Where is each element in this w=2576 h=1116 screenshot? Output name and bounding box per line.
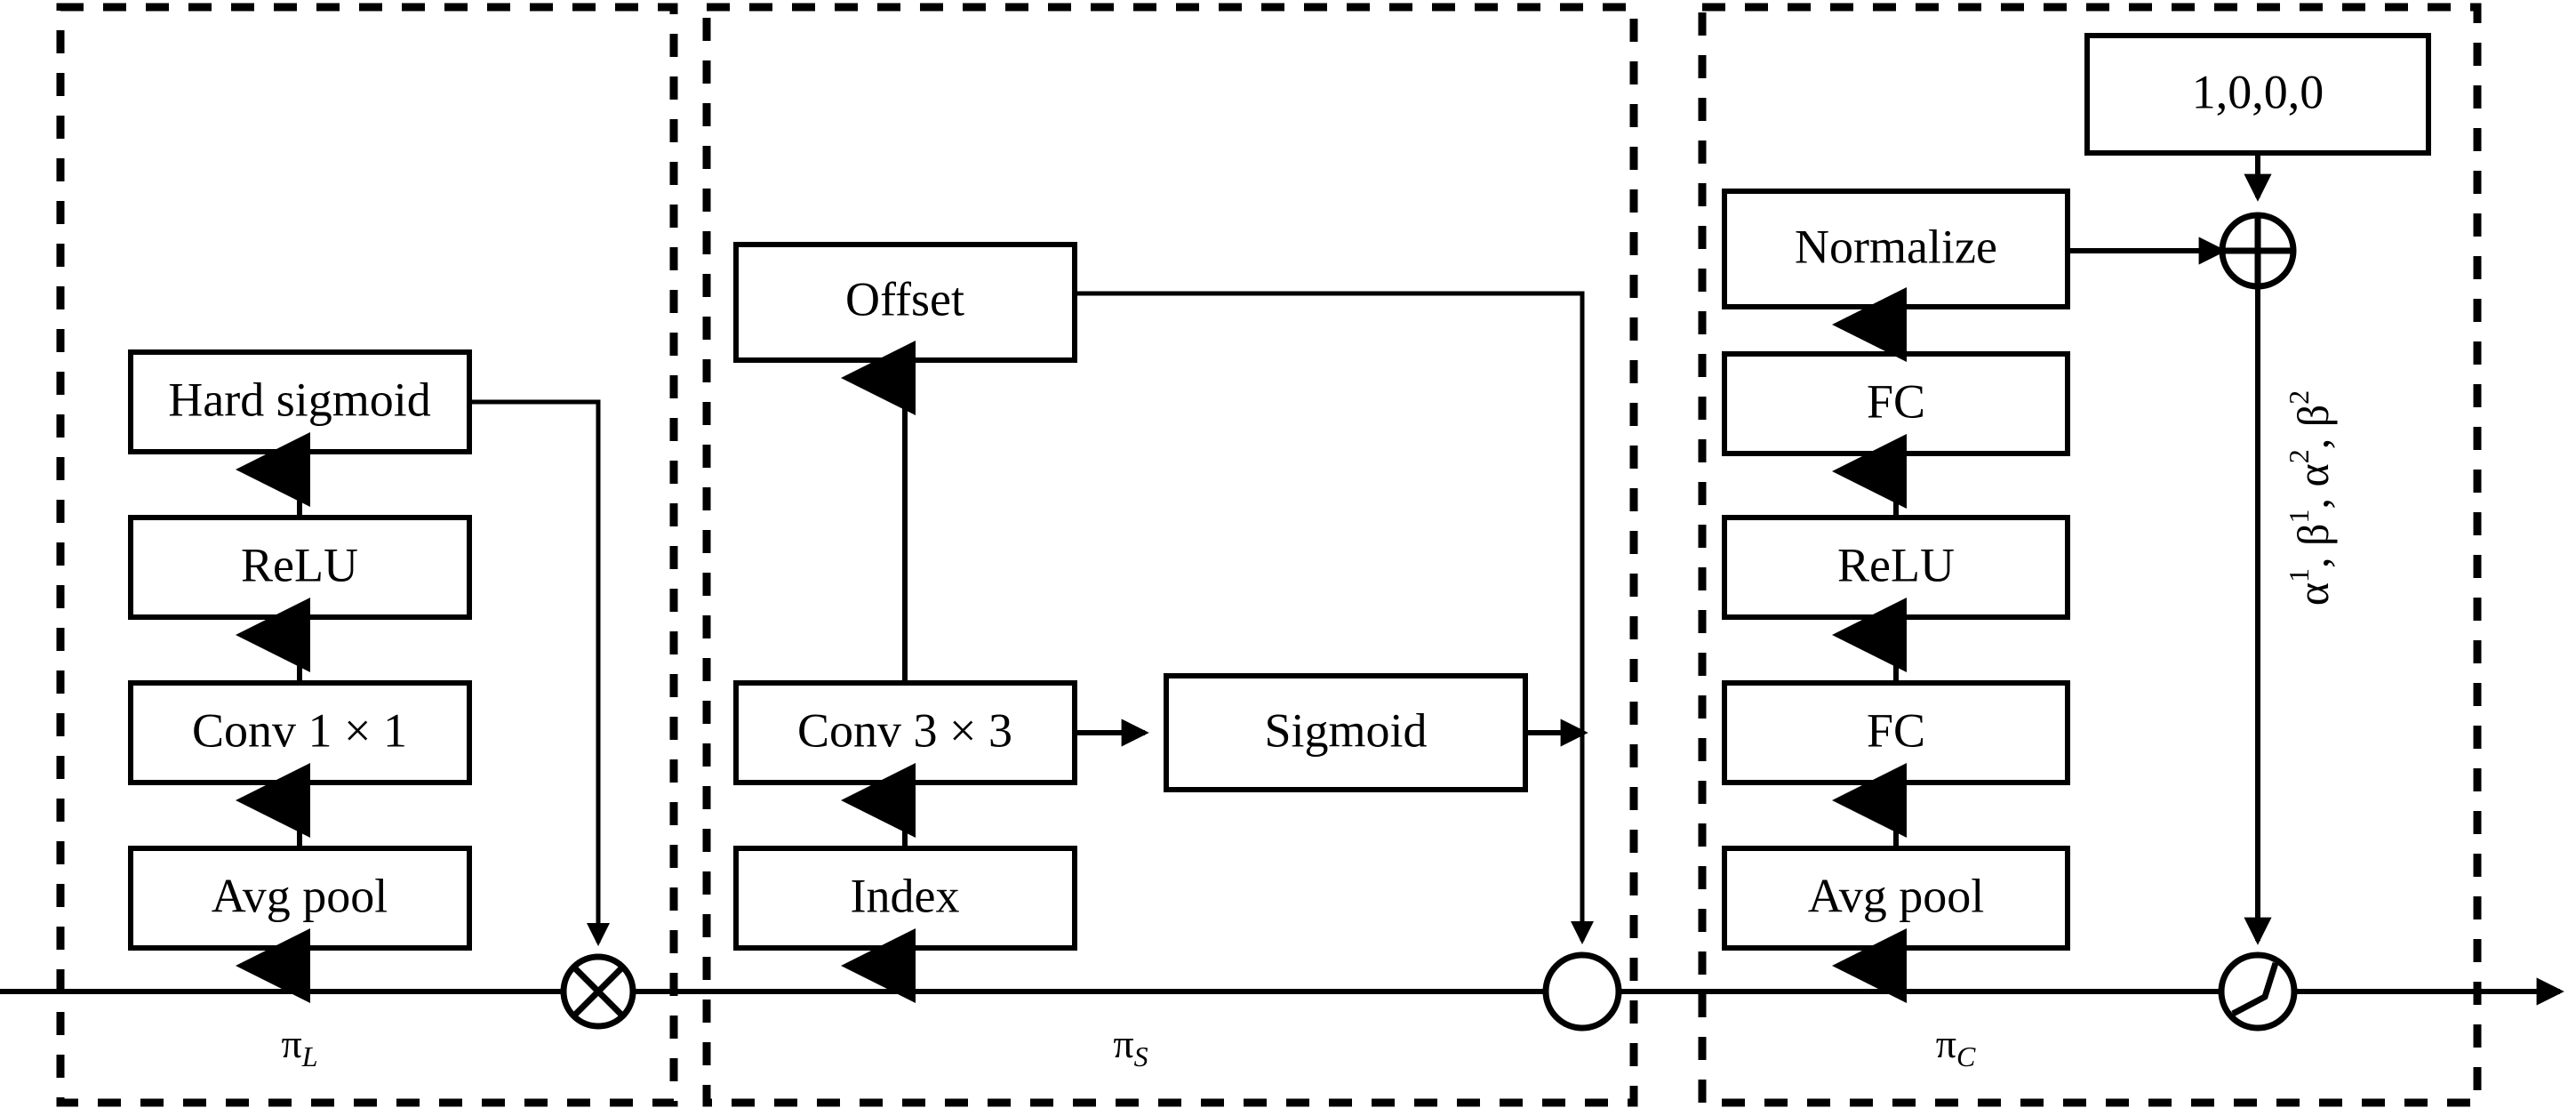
- panel-pi-c-border: [1698, 3, 2482, 1107]
- box-ones-zeros-label: 1,0,0,0: [2192, 65, 2324, 118]
- box-hard-sigmoid-label: Hard sigmoid: [168, 373, 430, 426]
- operator-multiply: [560, 953, 636, 1030]
- box-fc-bottom[interactable]: FC: [1722, 680, 2070, 785]
- panel-pi-l-label: πL: [281, 1021, 317, 1073]
- panel-pi-s-border: [702, 3, 1638, 1107]
- box-hard-sigmoid[interactable]: Hard sigmoid: [128, 349, 472, 454]
- panel-pi-s-label: πS: [1113, 1021, 1148, 1073]
- box-relu-c[interactable]: ReLU: [1722, 515, 2070, 620]
- box-relu-l-label: ReLU: [241, 538, 358, 591]
- operator-dynamic-relu: [2218, 951, 2298, 1032]
- panel-pi-l-border: [56, 3, 678, 1107]
- panel-pi-l: Hard sigmoid ReLU Conv 1 × 1 Avg pool: [56, 3, 678, 1107]
- box-index-label: Index: [851, 869, 960, 922]
- wire-offset-to-deform-op: [1075, 291, 1594, 944]
- svg-text:α1, β1, α2, β2: α1, β1, α2, β2: [2283, 390, 2338, 606]
- box-conv-3x3[interactable]: Conv 3 × 3: [733, 680, 1077, 785]
- box-ones-zeros[interactable]: 1,0,0,0: [2084, 33, 2431, 156]
- box-avgpool-c[interactable]: Avg pool: [1722, 846, 2070, 951]
- box-avgpool-l-label: Avg pool: [212, 869, 388, 922]
- box-offset[interactable]: Offset: [733, 242, 1077, 363]
- box-conv-1x1-label: Conv 1 × 1: [192, 703, 407, 757]
- box-fc-top[interactable]: FC: [1722, 351, 2070, 456]
- box-fc-top-label: FC: [1867, 374, 1925, 428]
- side-label-alpha-beta: α1, β1, α2, β2: [2283, 390, 2338, 606]
- box-normalize[interactable]: Normalize: [1722, 189, 2070, 309]
- box-conv-3x3-label: Conv 3 × 3: [797, 703, 1012, 757]
- box-relu-l[interactable]: ReLU: [128, 515, 472, 620]
- box-conv-1x1[interactable]: Conv 1 × 1: [128, 680, 472, 785]
- box-fc-bottom-label: FC: [1867, 703, 1925, 757]
- operator-deform: [1542, 951, 1622, 1032]
- box-avgpool-c-label: Avg pool: [1808, 869, 1985, 922]
- box-avgpool-l[interactable]: Avg pool: [128, 846, 472, 951]
- box-index[interactable]: Index: [733, 846, 1077, 951]
- panel-pi-s: Offset Conv 3 × 3 Index Sigmoid: [702, 3, 1638, 1107]
- box-relu-c-label: ReLU: [1837, 538, 1955, 591]
- box-normalize-label: Normalize: [1795, 220, 1997, 273]
- operator-add: [2219, 212, 2297, 290]
- box-offset-label: Offset: [845, 272, 964, 325]
- wire-hardsigmoid-to-multiply: [469, 399, 610, 946]
- panel-pi-c: 1,0,0,0 Normalize FC ReLU FC: [1698, 3, 2482, 1107]
- box-sigmoid[interactable]: Sigmoid: [1164, 673, 1528, 792]
- box-sigmoid-label: Sigmoid: [1264, 703, 1427, 757]
- panel-pi-c-label: πC: [1936, 1021, 1976, 1073]
